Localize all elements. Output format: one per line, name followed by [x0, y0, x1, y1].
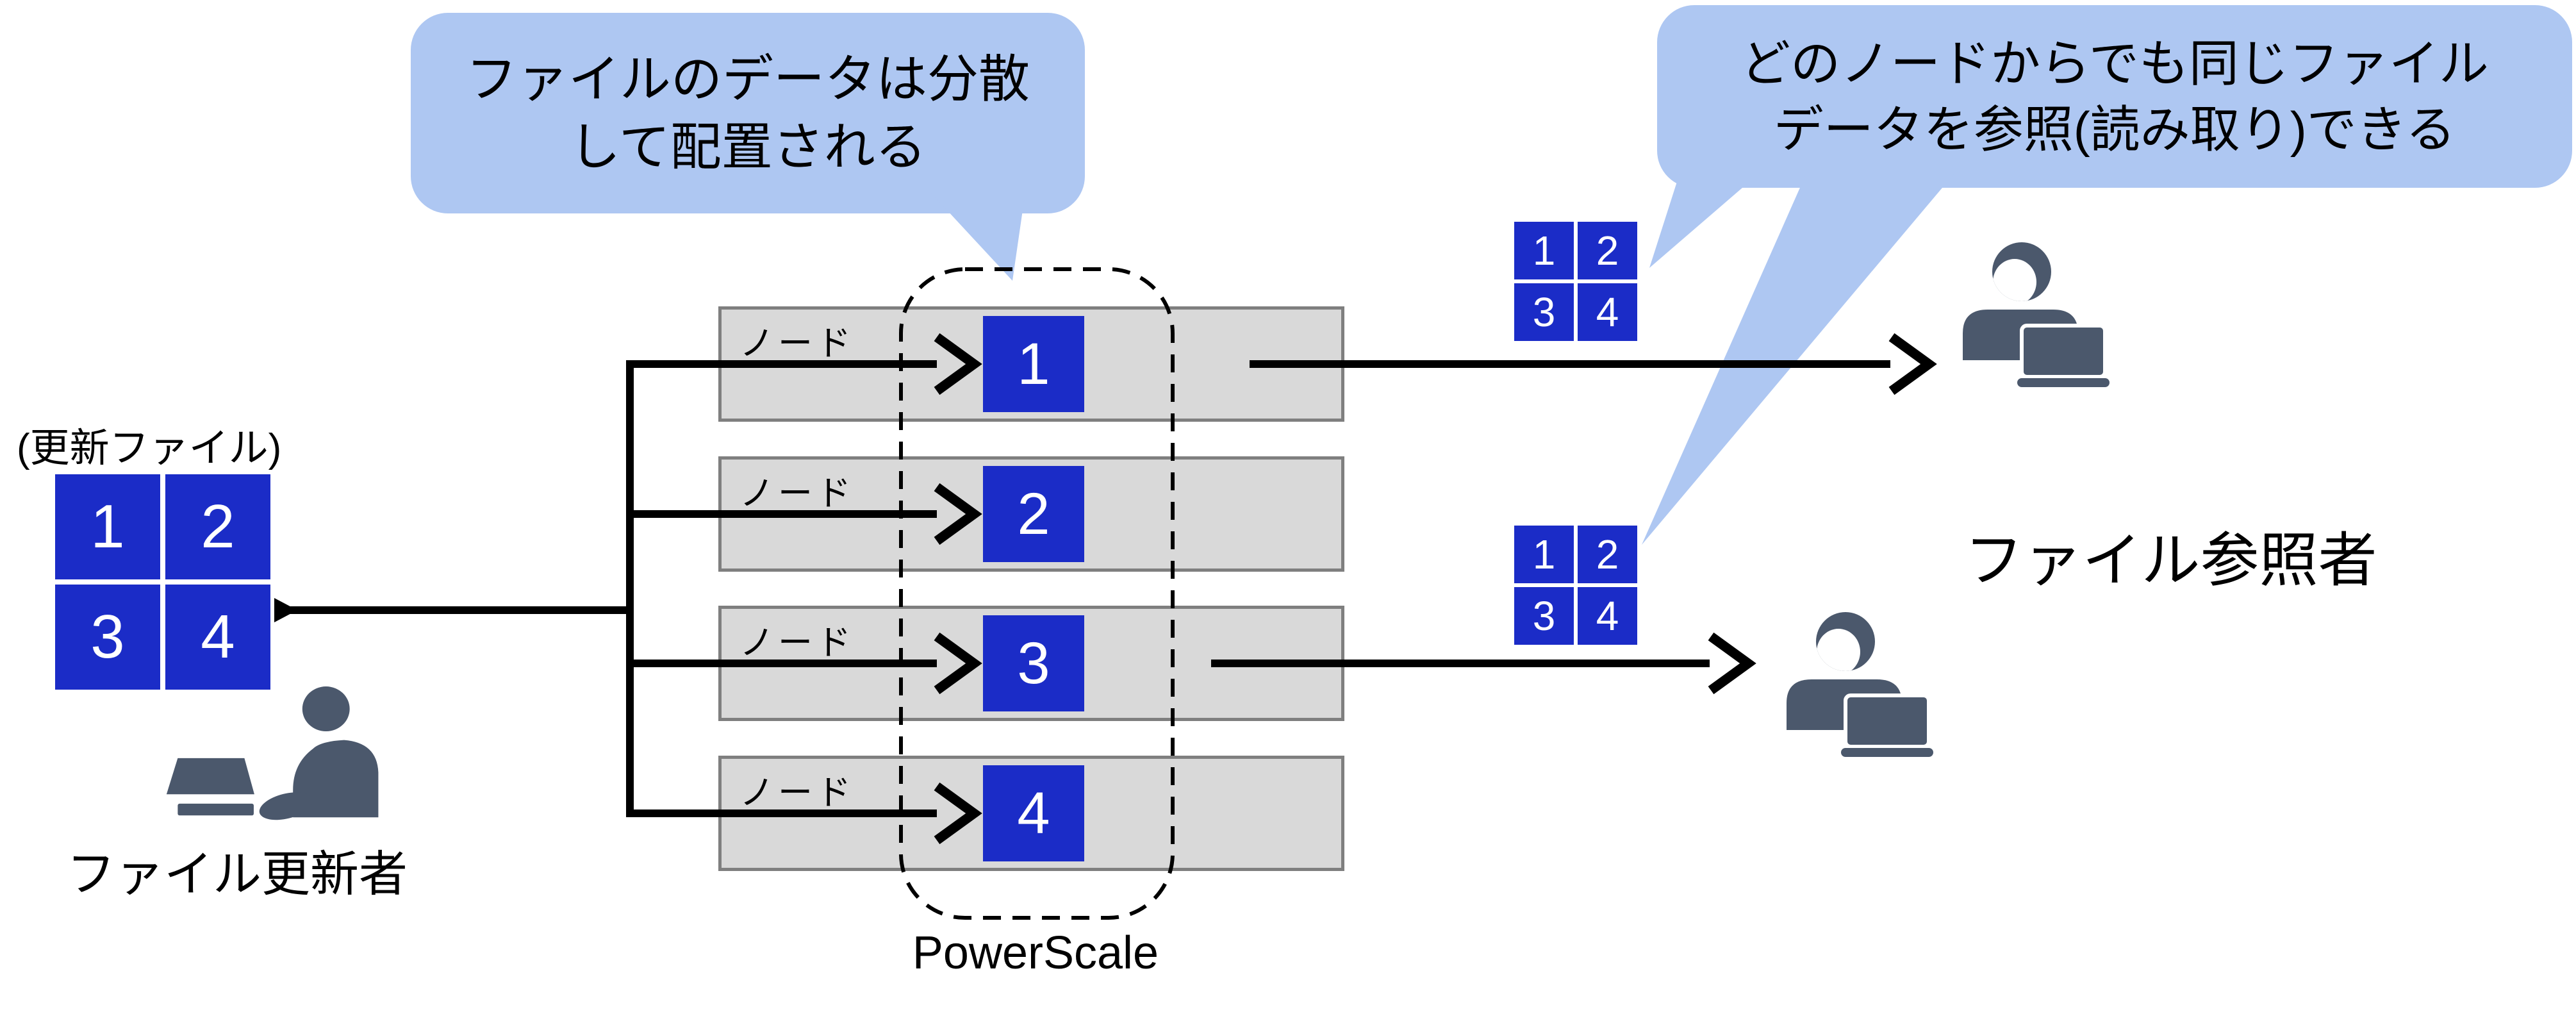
laptop-base	[178, 803, 254, 816]
cluster-name: PowerScale	[912, 927, 1159, 979]
node-block: 1	[983, 316, 1084, 412]
file-block: 1	[1514, 222, 1574, 279]
person-head	[302, 686, 350, 732]
read-file-grid-top: 1 2 3 4	[1514, 222, 1637, 341]
node-label: ノード	[739, 324, 855, 363]
person-with-laptop-icon	[166, 686, 379, 820]
file-block: 3	[1514, 587, 1574, 645]
person-with-laptop-icon	[1787, 612, 1933, 757]
callout-read-anywhere: どのノードからでも同じファイル データを参照(読み取り)できる	[1657, 5, 2572, 188]
person-face	[1993, 259, 2036, 301]
person-face	[1817, 629, 1860, 671]
file-block: 1	[55, 474, 160, 579]
node-block: 2	[983, 466, 1084, 562]
laptop-base	[2017, 378, 2110, 387]
node-label: ノード	[739, 774, 855, 812]
file-block: 1	[1514, 526, 1574, 583]
laptop-base	[1841, 748, 1933, 757]
arrowhead-reader-bottom	[1708, 632, 1756, 695]
file-reader-label: ファイル参照者	[1964, 528, 2377, 594]
callout-line: データを参照(読み取り)できる	[1773, 101, 2456, 158]
callout-data-distributed: ファイルのデータは分散 して配置される	[411, 13, 1085, 213]
node-row-2: ノード 2	[718, 456, 1344, 572]
branch-trunk	[626, 360, 937, 817]
file-block: 4	[1578, 587, 1637, 645]
callout-line: ファイルのデータは分散	[466, 50, 1030, 108]
write-line-start-arrowhead	[274, 598, 297, 622]
node-block: 3	[983, 615, 1084, 711]
file-block: 4	[165, 585, 270, 690]
update-file-caption: (更新ファイル)	[17, 426, 282, 470]
file-block: 2	[165, 474, 270, 579]
file-reader-icon-top	[1961, 242, 2111, 388]
file-block: 3	[1514, 283, 1574, 341]
node-label: ノード	[739, 474, 855, 513]
read-file-grid-bottom: 1 2 3 4	[1514, 526, 1637, 645]
person-torso	[293, 740, 379, 818]
node-row-1: ノード 1	[718, 306, 1344, 422]
file-block: 2	[1578, 222, 1637, 279]
node-row-3: ノード 3	[718, 606, 1344, 721]
laptop-screen	[1844, 693, 1931, 749]
file-updater-label: ファイル更新者	[67, 847, 408, 902]
file-reader-icon-bottom	[1785, 612, 1935, 758]
laptop-screen	[2020, 324, 2107, 379]
person-arm	[259, 792, 313, 820]
arrowhead-reader-top	[1888, 333, 1937, 395]
laptop-screen	[166, 758, 254, 795]
file-block: 3	[55, 585, 160, 690]
file-block: 2	[1578, 526, 1637, 583]
callout-right-tail-long	[1642, 172, 1956, 545]
node-row-4: ノード 4	[718, 756, 1344, 871]
callout-line: して配置される	[569, 118, 927, 176]
person-with-laptop-icon	[1963, 242, 2110, 387]
update-file-grid: 1 2 3 4	[55, 474, 270, 690]
callout-line: どのノードからでも同じファイル	[1740, 35, 2489, 92]
file-updater-icon	[163, 681, 388, 874]
node-label: ノード	[739, 624, 855, 662]
file-block: 4	[1578, 283, 1637, 341]
node-block: 4	[983, 765, 1084, 861]
